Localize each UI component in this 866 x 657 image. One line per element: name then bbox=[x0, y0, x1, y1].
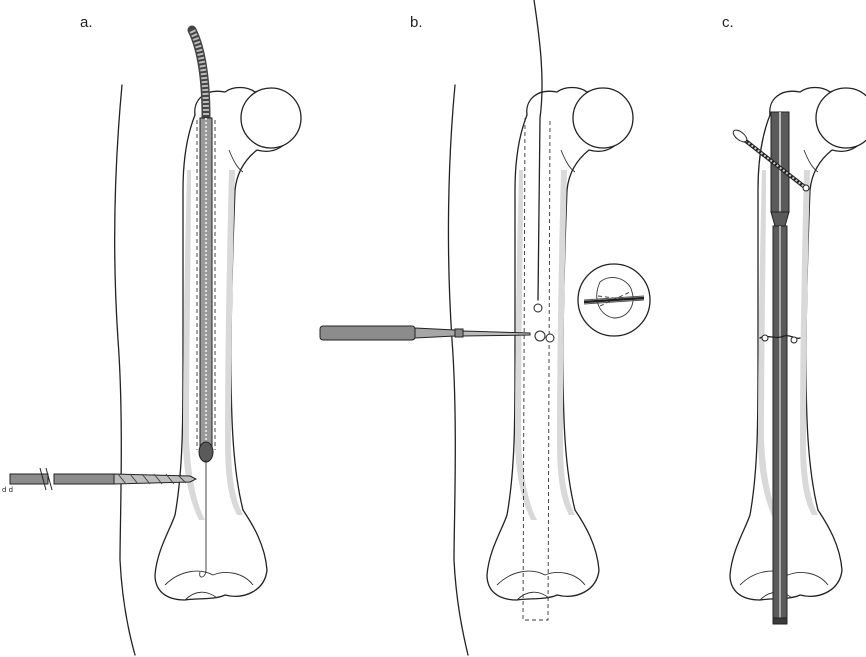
guide-wire bbox=[199, 460, 207, 578]
flexible-reamer-shaft bbox=[187, 25, 211, 120]
thigh-outline-b bbox=[447, 84, 469, 656]
svg-text:d d: d d bbox=[2, 486, 13, 494]
femur-c bbox=[729, 86, 866, 601]
reduction-instrument bbox=[319, 325, 555, 343]
panel-b-label: b. bbox=[410, 14, 423, 31]
panel-a: d d bbox=[2, 25, 302, 656]
proximal-screws bbox=[732, 129, 810, 192]
intramedullary-nail bbox=[770, 111, 790, 625]
reamer-head bbox=[198, 441, 214, 463]
guide-wire-b bbox=[533, 0, 543, 301]
panel-a-label: a. bbox=[80, 14, 93, 31]
magnified-inset bbox=[577, 263, 651, 337]
canal-outline-b bbox=[522, 117, 551, 621]
femur-a bbox=[154, 86, 302, 601]
femur-b bbox=[486, 86, 634, 601]
panel-c bbox=[729, 86, 866, 625]
panel-c-label: c. bbox=[722, 14, 734, 31]
thigh-outline bbox=[114, 84, 136, 656]
drill-bit: d d bbox=[2, 467, 198, 494]
panel-b bbox=[319, 0, 651, 656]
